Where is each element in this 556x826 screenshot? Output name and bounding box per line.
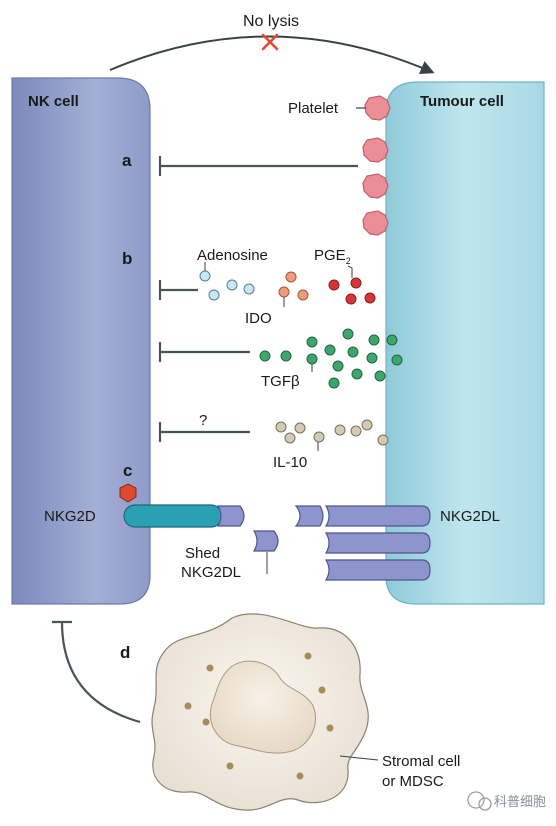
cross-icon: [261, 33, 279, 51]
inhibition-lines: [158, 156, 358, 442]
platelets: [362, 95, 391, 236]
watermark-logo-icon: [467, 791, 492, 811]
stromal-nucleus: [209, 660, 317, 754]
nkg2dl-bound: [216, 505, 245, 527]
platelet-4: [362, 210, 389, 236]
pge2-pointer: [347, 265, 353, 278]
pge2-label-sub: 2: [346, 256, 351, 266]
stromal-label-line1: Stromal cell: [382, 753, 460, 770]
stromal-label-line2: or MDSC: [382, 773, 444, 790]
pge2-molecules: [328, 277, 376, 305]
platelet-label: Platelet: [288, 100, 339, 117]
tgfb-label: TGFβ: [261, 373, 300, 390]
tumour-cell-label: Tumour cell: [420, 93, 504, 110]
tumour-nkg2dl: [294, 505, 431, 581]
adenosine-molecules: [199, 270, 255, 301]
shed-label-line1: Shed: [185, 545, 220, 562]
platelet-2: [362, 137, 389, 163]
ido-label: IDO: [245, 310, 272, 327]
platelet-1: [364, 95, 391, 121]
nk-cell-label: NK cell: [28, 93, 79, 110]
stromal-granules: [184, 652, 334, 780]
pge2-label: PGE2: [314, 247, 351, 266]
stromal-pointer: [339, 755, 379, 761]
watermark-text: 科普细胞: [494, 794, 546, 809]
hexagon-ligand-icon: [119, 483, 137, 503]
nkg2d-label: NKG2D: [44, 508, 96, 525]
no-lysis-arrow: [109, 35, 435, 74]
shed-label-line2: NKG2DL: [181, 564, 241, 581]
il10-molecules: [275, 419, 389, 446]
adenosine-label: Adenosine: [197, 247, 268, 264]
tgfb-molecules: [259, 328, 403, 389]
unknown-factor-label: ?: [199, 412, 207, 429]
panel-b-label: b: [122, 249, 132, 268]
panel-a-label: a: [122, 151, 132, 170]
panel-d-label: d: [120, 643, 130, 662]
nk-cell-body: [11, 77, 151, 605]
no-lysis-label: No lysis: [243, 13, 299, 30]
platelet-3: [362, 173, 389, 199]
il10-label: IL-10: [273, 454, 307, 471]
stromal-inhibition-arc: [60, 621, 141, 724]
nkg2dl-label: NKG2DL: [440, 508, 500, 525]
pge2-label-main: PGE: [314, 247, 346, 264]
shed-nkg2dl: [252, 530, 279, 552]
panel-c-label: c: [123, 461, 132, 480]
ido-molecules: [278, 271, 309, 301]
nkg2d-receptor: [123, 504, 223, 528]
